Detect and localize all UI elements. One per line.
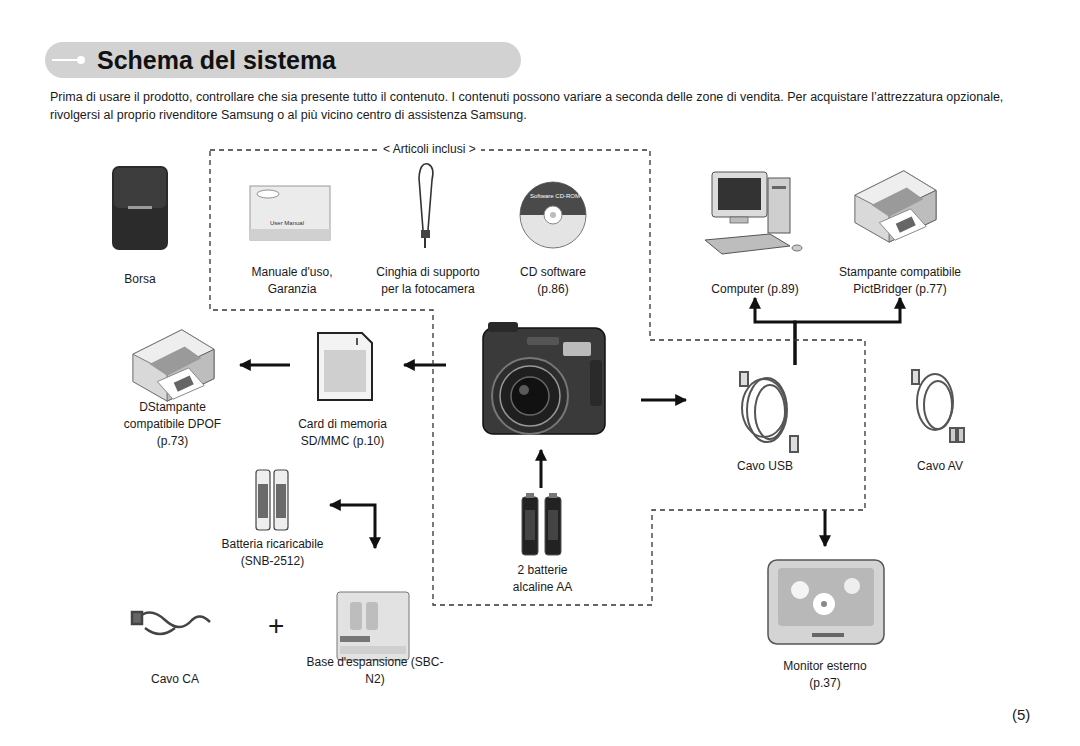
item-caption: Cavo CA [135,671,215,688]
caption-block: Manuale d'uso, Garanzia [232,264,352,298]
item-caption: Base d'espansione (SBC-N2) [298,654,453,688]
computer-item: Computer (p.89) [700,165,810,298]
item-caption: Cavo USB [725,458,805,475]
caption-block: CD software (p.86) [505,264,601,298]
region-heading: < Articoli inclusi > [378,141,481,158]
item-caption: 2 batterie alcaline AA [505,562,580,596]
usb-cable-picture [740,372,798,452]
manual-item: Manuale d'uso, Garanzia [232,180,352,298]
strap-item: Cinghia di supporto per la fotocamera [368,160,488,298]
caption-block: Monitor esterno (p.37) [762,658,888,692]
plus-sign: + [268,610,284,642]
intro-note: Prima di usare il prodotto, controllare … [50,88,1035,124]
caption-block: DStampante compatibile DPOF (p.73) [105,399,240,450]
strap-picture [419,164,433,248]
charger-base-picture [337,592,409,660]
aa-battery-item: 2 batterie alcaline AA [500,490,585,596]
item-caption: Manuale d'uso, Garanzia [237,264,347,298]
monitor-picture [768,560,884,644]
layout-arrows [404,365,825,546]
connector-arrow [795,298,900,365]
item-caption: DStampante compatibile DPOF (p.73) [108,399,238,450]
item-caption: CD software (p.86) [513,264,593,298]
caption-block: Cavo AV [900,458,980,475]
ac-cable-item: Cavo CA [130,600,220,688]
caption-block: Card di memoria SD/MMC (p.10) [290,416,395,450]
av-cable-picture [912,370,964,442]
caption-block: Cinghia di supporto per la fotocamera [368,264,488,298]
manual-cover-text: User Manual [270,220,304,227]
memory-card-picture [318,333,372,400]
bag-item: Borsa [95,160,185,288]
caption-block: Batteria ricaricabile (SNB-2512) [215,536,330,570]
ac-cable-picture [132,612,210,634]
item-caption: Cinghia di supporto per la fotocamera [371,264,486,298]
dpof-printer-picture [133,330,214,401]
page-number: (5) [1012,706,1030,724]
caption-block: 2 batterie alcaline AA [500,562,585,596]
page-title: Schema del sistema [97,45,336,75]
connector-arrow [755,298,795,365]
item-caption: Batteria ricaricabile (SNB-2512) [218,536,328,570]
pictbridge-printer-picture [855,171,936,242]
dashed-boundary [210,150,865,605]
aa-battery-picture [522,493,561,555]
rechargeable-battery-picture [256,470,288,530]
connector-arrow [240,364,290,367]
caption-block: Computer (p.89) [700,281,810,298]
rechargeable-battery-item: Batteria ricaricabile (SNB-2512) [215,463,330,570]
item-caption: Monitor esterno (p.37) [775,658,875,692]
title-bar [45,42,521,78]
caption-block: Cavo CA [130,671,220,688]
av-cable-item: Cavo AV [900,365,980,475]
connector-arrow [330,505,375,548]
caption-block: Cavo USB [720,458,810,475]
item-caption: Stampante compatibile PictBridger (p.77) [838,264,963,298]
item-caption: Computer (p.89) [710,281,800,298]
caption-block: Base d'espansione (SBC-N2) [295,654,455,688]
item-caption: Card di memoria SD/MMC (p.10) [293,416,393,450]
charger-base-item: Base d'espansione (SBC-N2) [295,548,455,688]
usb-cable-item: Cavo USB [720,365,810,475]
dpof-printer-item: DStampante compatibile DPOF (p.73) [105,320,240,450]
camera-picture [483,322,605,434]
bag-picture [112,166,168,250]
pictbridge-printer-item: Stampante compatibile PictBridger (p.77) [835,160,965,298]
caption-block: Borsa [95,271,185,288]
caption-block: Stampante compatibile PictBridger (p.77) [835,264,965,298]
cd-label-text: Software CD-ROM [530,193,576,200]
manual-picture [250,186,330,240]
item-caption: Borsa [100,271,180,288]
item-caption: Cavo AV [905,458,975,475]
monitor-item: Monitor esterno (p.37) [762,555,888,692]
memory-card-item: Card di memoria SD/MMC (p.10) [290,328,395,450]
cd-picture [520,182,586,248]
computer-picture [705,172,802,254]
